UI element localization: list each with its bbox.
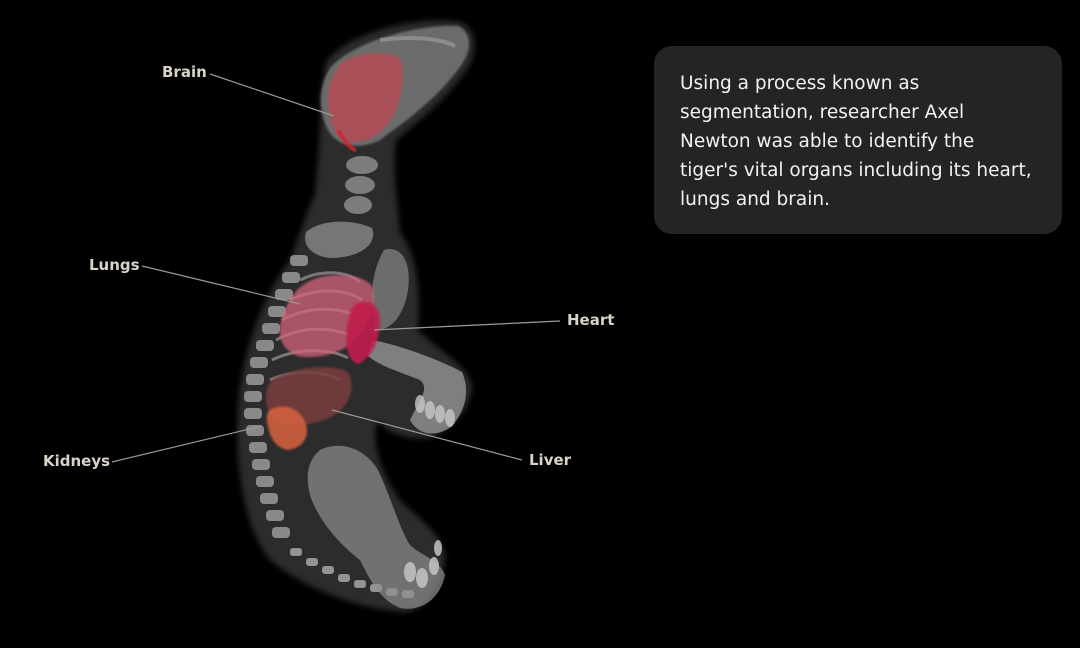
- heart-label: Heart: [567, 311, 615, 329]
- brain-stem: [336, 128, 357, 152]
- kidneys-organ: [266, 406, 308, 450]
- brain-leader-line: [209, 73, 335, 117]
- scapula: [305, 221, 374, 258]
- liver-leader-line: [331, 409, 523, 461]
- kidneys-leader-line: [111, 425, 263, 463]
- kidneys-label: Kidneys: [43, 452, 111, 470]
- caption-text: Using a process known as segmentation, r…: [680, 73, 1032, 210]
- heart-organ: [346, 301, 380, 364]
- liver-label: Liver: [529, 451, 572, 469]
- lungs-label: Lungs: [89, 256, 140, 274]
- leader-lines: [111, 73, 561, 463]
- caption-card: Using a process known as segmentation, r…: [654, 46, 1062, 234]
- spine: [244, 255, 308, 538]
- front-leg-upper: [371, 249, 409, 330]
- hind-paw: [404, 540, 442, 588]
- neck-vertebrae: [344, 156, 378, 214]
- brain-label: Brain: [162, 63, 207, 81]
- heart-leader-line: [373, 320, 561, 331]
- front-paw: [415, 395, 455, 427]
- brain-organ: [328, 53, 403, 142]
- skull-ridge: [379, 36, 456, 48]
- lungs-leader-line: [141, 265, 301, 305]
